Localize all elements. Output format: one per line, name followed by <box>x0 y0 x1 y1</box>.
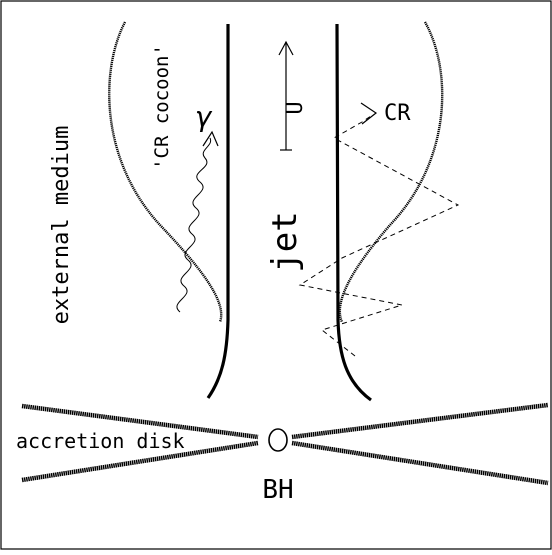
jet-wall-left <box>206 24 230 399</box>
u-label: U <box>283 101 308 114</box>
cr-cocoon-label: 'CR cocoon' <box>151 44 173 170</box>
velocity-arrow-u <box>278 40 294 151</box>
cr-arrowhead <box>360 102 378 125</box>
cr-cocoon-right-boundary <box>338 21 444 323</box>
cr-label: CR <box>384 101 411 126</box>
cr-cocoon-left-boundary <box>108 21 223 323</box>
gamma-arrowhead <box>202 130 219 147</box>
bh-label: BH <box>262 475 293 505</box>
cr-trajectory <box>298 115 460 357</box>
jet-wall-right <box>335 23 372 402</box>
gamma-label: γ <box>196 100 213 133</box>
jet-label: jet <box>265 211 305 272</box>
external-medium-label: external medium <box>49 126 74 325</box>
accretion-disk-label: accretion disk <box>16 429 185 453</box>
accretion-disk <box>21 402 549 486</box>
gamma-photon <box>176 137 212 313</box>
black-hole-circle <box>268 428 288 452</box>
